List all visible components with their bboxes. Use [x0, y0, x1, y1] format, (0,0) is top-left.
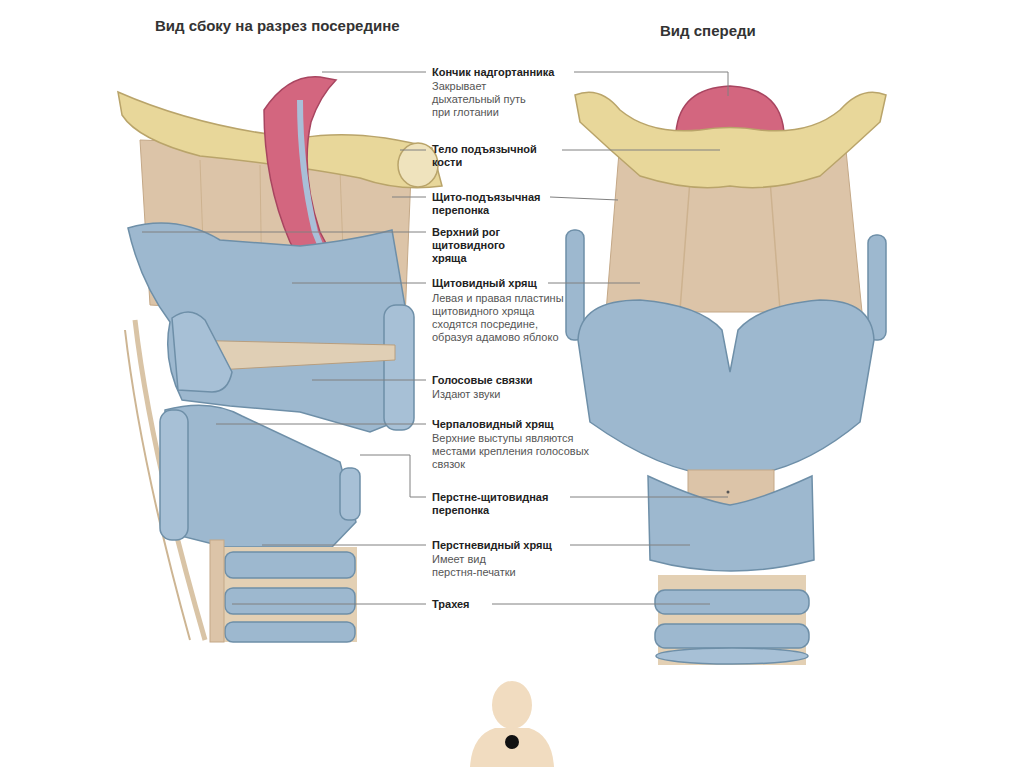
part-name: Черпаловидный хрящ [432, 418, 554, 431]
part-name: Щитовидный хрящ [432, 277, 537, 290]
part-name: Голосовые связки [432, 374, 533, 387]
part-name: Перстне-щитовидная перепонка [432, 491, 562, 517]
view-heading: Вид сбоку на разрез посередине [155, 17, 400, 35]
part-note: Издают звуки [432, 388, 500, 401]
part-name: Кончик надгортанника [432, 66, 554, 79]
part-note: Закрывает дыхательный путь при глотании [432, 80, 527, 119]
part-name: Тело подъязычной кости [432, 143, 542, 169]
part-name: Трахея [432, 598, 470, 611]
part-name: Верхний рог щитовидного хряща [432, 226, 522, 265]
part-name: Щито-подъязычная перепонка [432, 191, 547, 217]
part-note: Верхние выступы являются местами креплен… [432, 432, 597, 471]
view-heading: Вид спереди [660, 22, 756, 40]
part-name: Перстневидный хрящ [432, 539, 552, 552]
side-view [118, 77, 442, 642]
leader-lines [142, 72, 728, 604]
part-note: Имеет вид перстня-печатки [432, 553, 532, 579]
part-note: Левая и правая пластины щитовидного хрящ… [432, 292, 567, 344]
front-view [566, 86, 886, 665]
locator-figure [470, 681, 554, 767]
